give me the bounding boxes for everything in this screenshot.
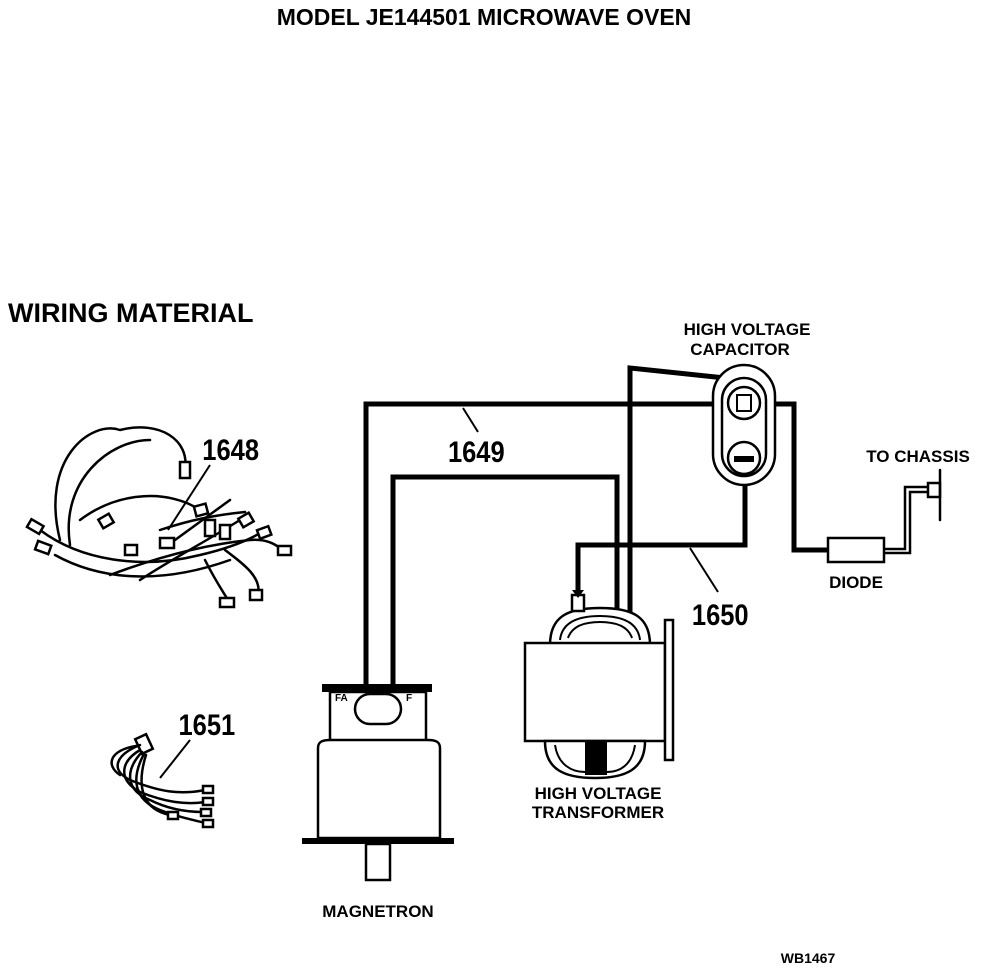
capacitor-label-line1: HIGH VOLTAGE [684, 320, 811, 339]
diode [826, 536, 886, 564]
wire-magnetron-to-transformer [390, 474, 620, 686]
terminal-f: F [406, 693, 412, 704]
wire-bundle-1651 [110, 732, 215, 829]
section-heading: WIRING MATERIAL [8, 298, 253, 328]
part-number-1650: 1650 [692, 598, 749, 631]
part-number-1649: 1649 [448, 435, 505, 468]
capacitor-label-line2: CAPACITOR [690, 340, 790, 359]
high-voltage-capacitor [711, 363, 777, 487]
transformer-label-line2: TRANSFORMER [532, 803, 664, 822]
terminal-fa: FA [335, 693, 348, 704]
wire-diode-to-chassis-2 [882, 490, 937, 555]
magnetron [302, 684, 454, 882]
drawing-code: WB1467 [781, 950, 836, 966]
chassis-label: TO CHASSIS [866, 447, 970, 466]
chassis-ground [926, 468, 942, 522]
magnetron-label: MAGNETRON [322, 902, 433, 921]
wire-diode-to-chassis [882, 485, 937, 551]
page-title: MODEL JE144501 MICROWAVE OVEN [277, 4, 692, 30]
transformer-label-line1: HIGH VOLTAGE [535, 784, 662, 803]
diode-label: DIODE [829, 573, 883, 592]
leader-1649 [462, 407, 479, 433]
wire-capacitor-to-diode [765, 401, 828, 553]
part-number-1651: 1651 [179, 708, 236, 741]
wire-1650 [575, 478, 748, 590]
high-voltage-transformer [523, 590, 675, 780]
wire-1649 [363, 401, 725, 686]
leader-1650 [689, 547, 719, 593]
part-number-1648: 1648 [202, 433, 259, 466]
wire-capacitor-to-transformer [627, 365, 726, 625]
leader-1651 [159, 739, 191, 779]
leader-1648 [167, 464, 211, 531]
